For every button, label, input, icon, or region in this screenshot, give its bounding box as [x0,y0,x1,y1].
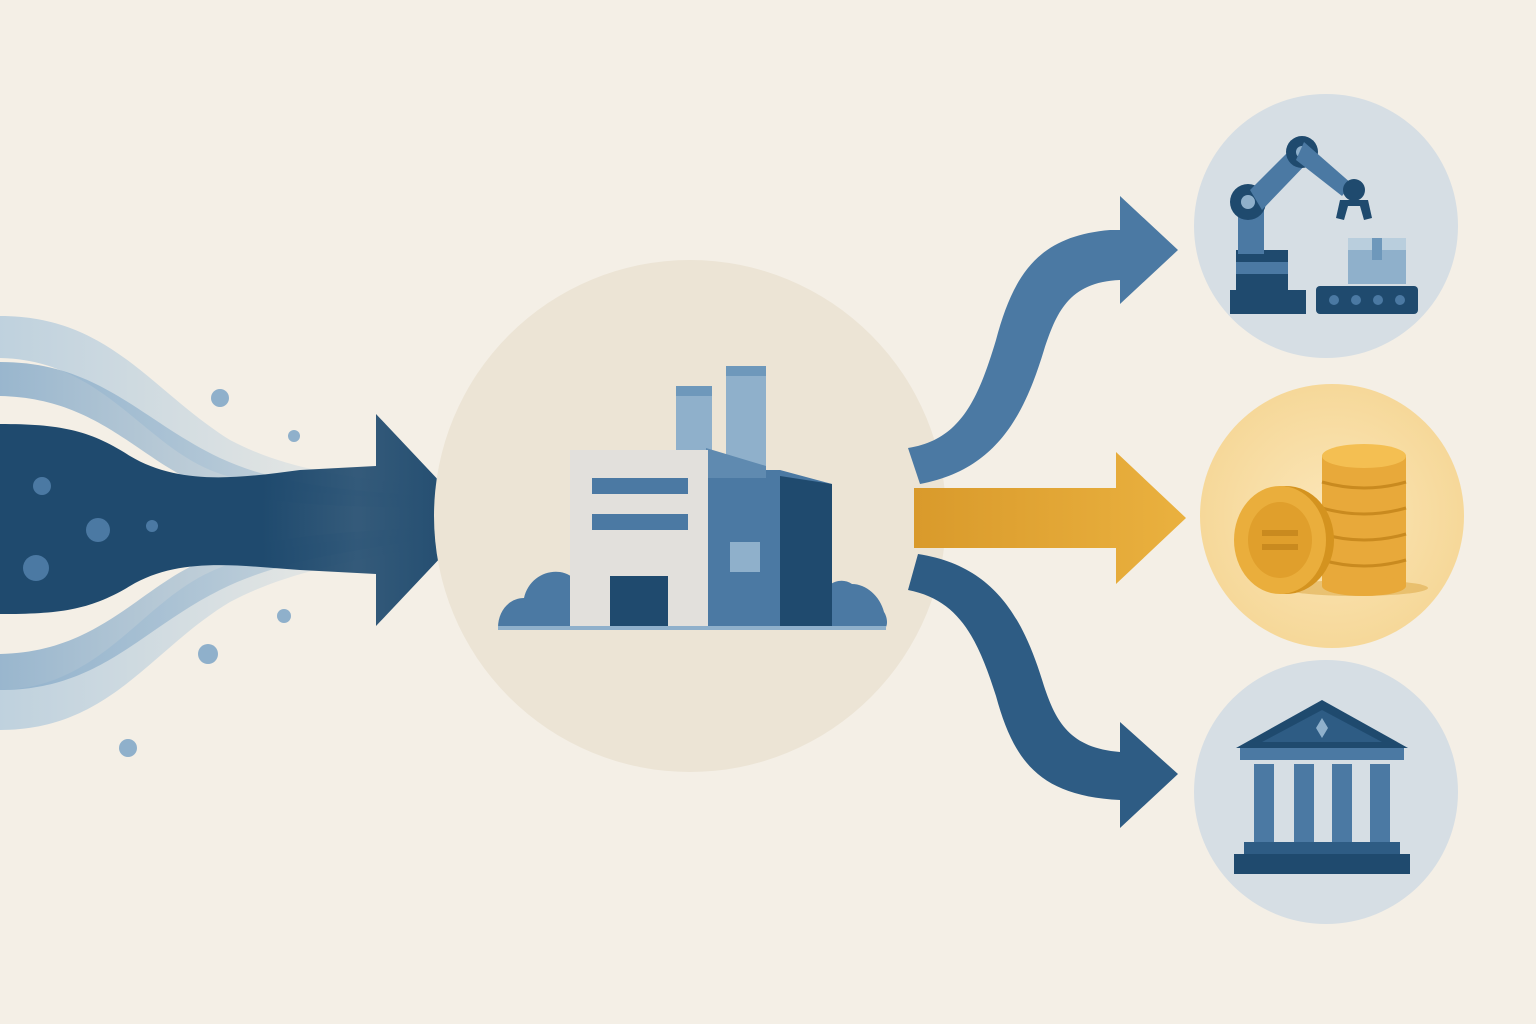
robot-conveyor [1316,286,1418,314]
factory-chimney-left-cap [676,386,712,396]
coin-stack-ridge [1321,558,1407,568]
factory-ground [498,626,886,630]
conveyor-roller [1329,295,1339,305]
bank-column [1370,764,1390,842]
inflow-particle [198,644,218,664]
inflow-bubble [146,520,158,532]
conveyor-roller [1373,295,1383,305]
bank-emblem [1316,718,1328,738]
bank-column [1254,764,1274,842]
hub [434,260,946,772]
coin-front-mark [1262,544,1298,550]
outflow-arrow-top [908,196,1178,484]
coin-stack-top [1322,444,1406,468]
inflow-outer-band-top [0,316,420,500]
factory-chimney-right [726,366,766,466]
outcome-circle-bottom [1194,660,1458,924]
coin-front-mark [1262,530,1298,536]
bank-column [1294,764,1314,842]
robot-box-tape [1372,238,1382,260]
inflow-particle [288,430,300,442]
outcome-finance [1194,660,1458,924]
bank-step-lower [1234,854,1410,874]
factory-bush-right [820,580,887,628]
inflow-streams [0,316,476,757]
outflow-arrow-middle [914,452,1186,584]
outcome-circle-top [1194,94,1458,358]
robot-base [1230,290,1306,314]
robot-forearm [1296,142,1352,196]
outcome-automation [1194,94,1458,358]
robot-wrist-joint [1343,179,1365,201]
bank-building-icon [1234,700,1410,874]
factory-bush-left [498,571,584,628]
outflow-arrow-bottom [908,554,1178,828]
factory-right-shadow [780,476,832,628]
bank-step-upper [1244,842,1400,854]
factory-window-band-1 [592,478,688,494]
factory-icon [498,366,887,630]
coin-stack-ridge [1321,480,1407,490]
inflow-bubble [86,518,110,542]
inflow-light-band-bottom [0,528,420,690]
conveyor-roller [1395,295,1405,305]
factory-roof-slope [706,448,766,478]
coin-stack-bottom [1322,576,1406,596]
inflow-bubble [33,477,51,495]
inflow-particle [277,609,291,623]
inflow-main-arrow [0,414,476,626]
robot-pedestal-band [1236,262,1288,274]
robot-shoulder-joint-inner [1241,195,1255,209]
robot-gripper [1336,200,1372,220]
outcome-revenue [1200,384,1464,648]
inflow-outer-band-bottom [0,534,420,730]
coin-stack-ridge [1321,506,1407,516]
factory-window-small [730,542,760,572]
coin-front-inner [1248,502,1312,578]
bank-column [1332,764,1352,842]
outflow-arrows [908,196,1186,828]
inflow-particle [211,389,229,407]
factory-window-band-2 [592,514,688,530]
factory-chimney-right-cap [726,366,766,376]
robotic-arm-icon [1230,136,1418,314]
coin-stack-icon [1234,444,1428,596]
inflow-light-band-top [0,362,420,508]
factory-chimney-left [676,386,712,456]
bank-entablature [1240,748,1404,760]
inflow-particle [119,739,137,757]
conveyor-roller [1351,295,1361,305]
factory-door [610,576,668,628]
inflow-bubble [23,555,49,581]
